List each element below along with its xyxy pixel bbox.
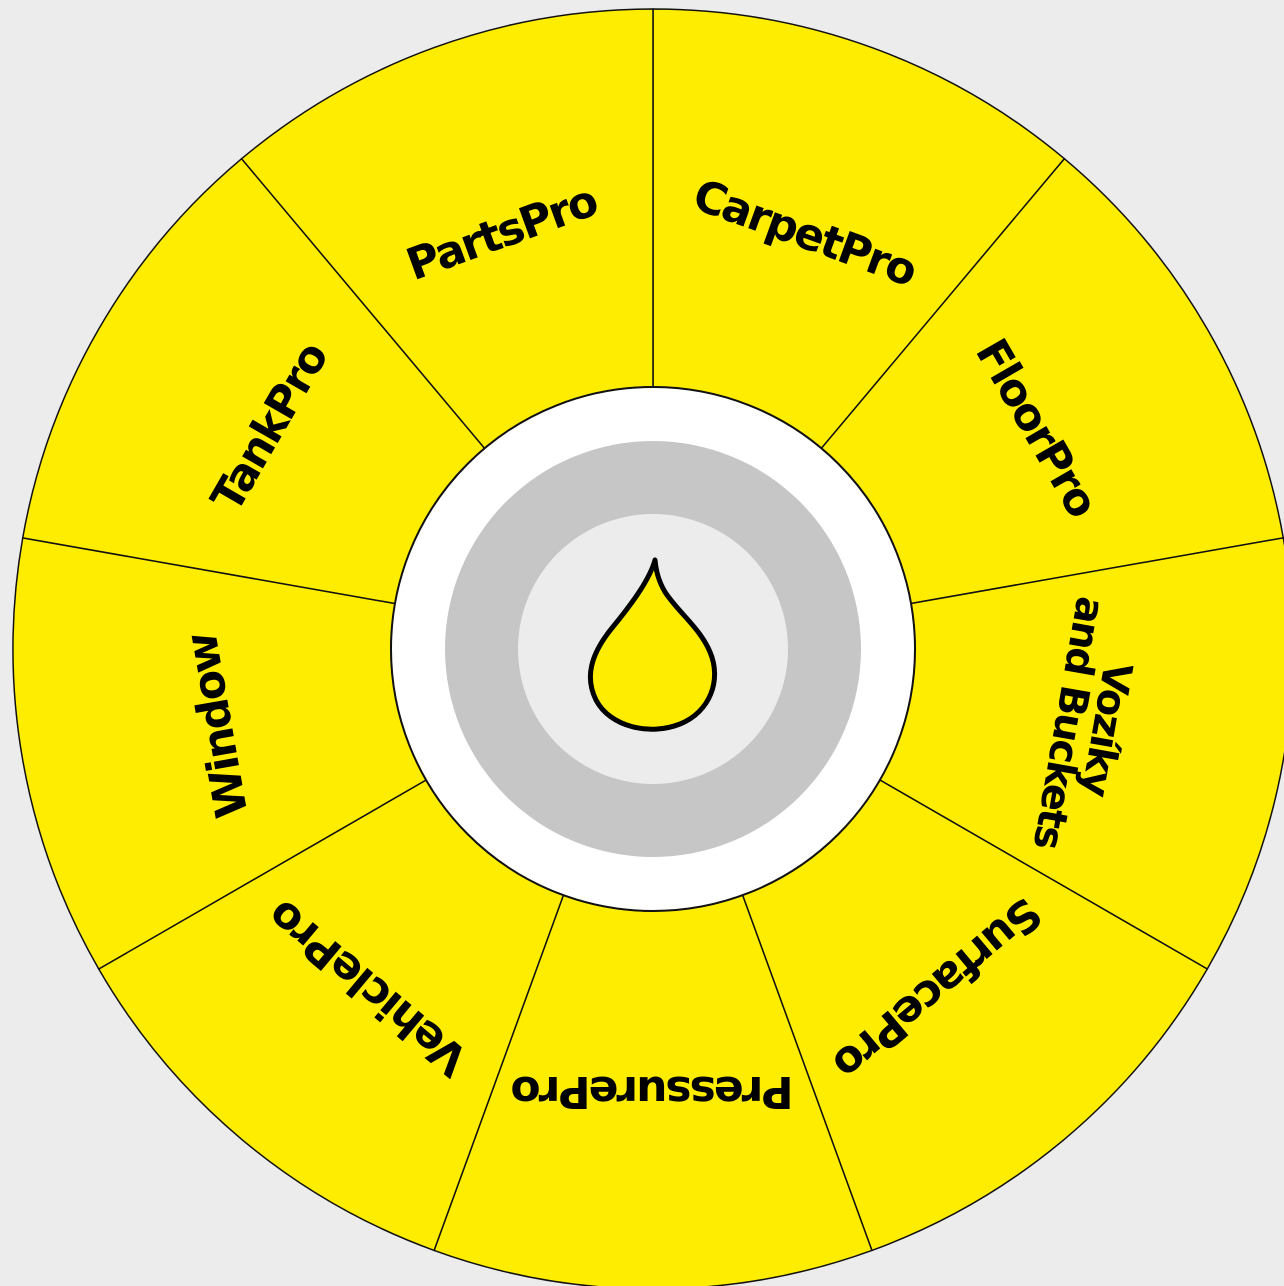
wheel-segments [12,8,1284,1286]
drop-icon [587,557,717,732]
hub[interactable] [390,386,916,912]
